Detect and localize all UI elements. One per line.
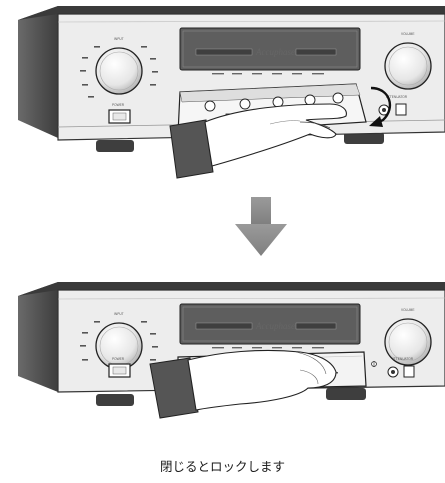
power-label: POWER (112, 103, 125, 107)
brand-logo: Accuphase (255, 47, 295, 57)
volume-knob (384, 42, 432, 90)
volume-knob (384, 318, 432, 366)
volume-label: VOLUME (401, 32, 414, 36)
foot (326, 388, 366, 400)
display-window (179, 303, 361, 345)
brand-logo: Accuphase (255, 321, 295, 331)
input-knob (95, 47, 143, 95)
down-arrow (235, 197, 287, 256)
attenuator-label: ATTENUATOR (392, 357, 414, 361)
attenuator-label: ATTENUATOR (386, 95, 408, 99)
sleeve (169, 119, 214, 179)
close-direction-arrow (370, 86, 392, 126)
chassis-top (18, 6, 445, 20)
chassis-top (18, 282, 445, 296)
foot (96, 140, 134, 152)
amplifier-closed: INPUT Accuphase VOLUME POWER ATTENUATOR (18, 282, 445, 419)
hand-pushing-closed-panel (149, 349, 337, 419)
chassis-side (18, 6, 58, 138)
foot (96, 394, 134, 406)
hand-pushing-open-panel (169, 103, 347, 179)
input-label: INPUT (114, 37, 124, 41)
display-window (179, 27, 361, 71)
volume-label: VOLUME (401, 308, 414, 312)
input-label: INPUT (114, 312, 124, 316)
input-knob (95, 322, 143, 370)
sleeve (149, 357, 199, 419)
chassis-side (18, 282, 58, 392)
attenuator-switch (403, 365, 415, 378)
sub-panel-knobs (204, 92, 344, 112)
attenuator-switch (395, 103, 407, 116)
power-label: POWER (112, 357, 125, 361)
foot (344, 132, 384, 144)
caption: 閉じるとロックします (159, 459, 285, 474)
amplifier-open: INPUT Accuphase VOLUME POWER (18, 6, 445, 179)
